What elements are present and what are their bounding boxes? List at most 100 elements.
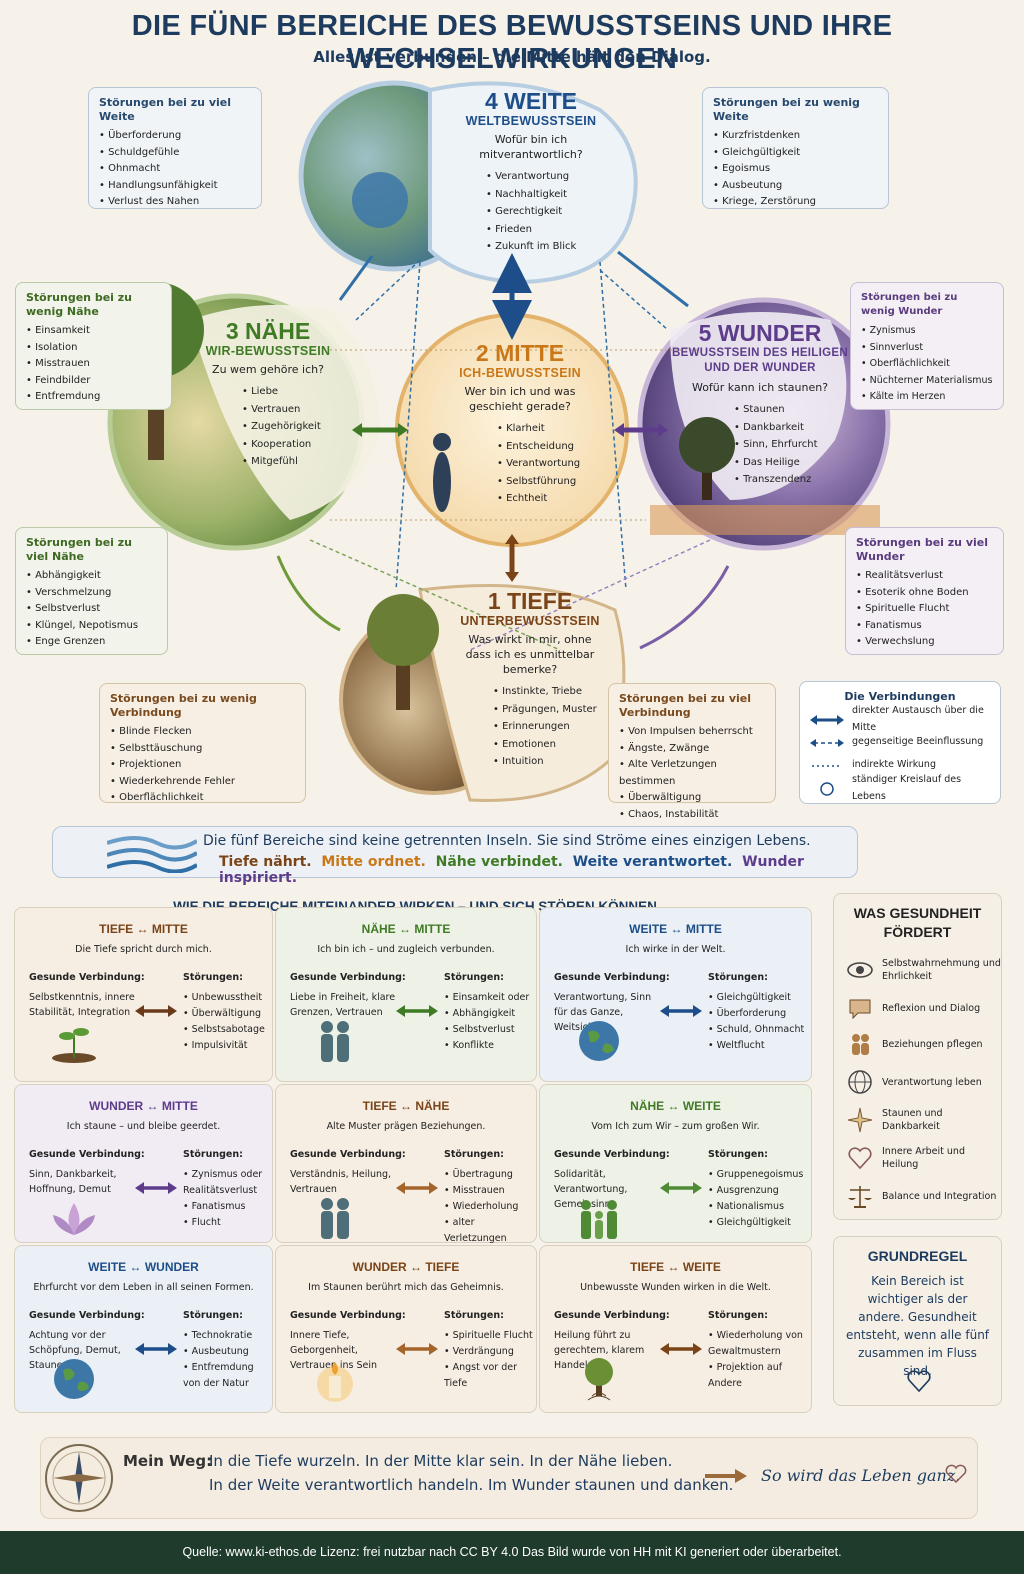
- disturb-viel-naehe: Störungen bei zu viel Nähe Abhängigkeit …: [15, 527, 168, 655]
- healthy-label: Gesunde Verbindung:: [554, 1310, 670, 1321]
- candle-icon: [317, 1362, 353, 1402]
- double-arrow-icon: [396, 1343, 438, 1355]
- legend: Die Verbindungen direkter Austausch über…: [799, 681, 1001, 804]
- heart-icon: [945, 1464, 967, 1484]
- globe-icon: [579, 1021, 619, 1061]
- area-naehe-title: 3 NÄHE: [225, 318, 311, 344]
- health-item: Selbstwahrnehmung und Ehrlichkeit: [846, 956, 1001, 984]
- arrow-right-icon: [705, 1469, 747, 1483]
- double-arrow-icon: [660, 1005, 702, 1017]
- disturb-wenig-wunder: Störungen bei zu wenig Wunder Zynismus S…: [850, 282, 1004, 410]
- card-title: WUNDER ↔ TIEFE: [352, 1260, 460, 1274]
- area-mitte-list: Klarheit Entscheidung Verantwortung Selb…: [497, 420, 595, 508]
- interaction-card: WUNDER ↔ MITTE Ich staune – und bleibe ge…: [14, 1084, 273, 1243]
- card-subtitle: Im Staunen berührt mich das Geheimnis.: [308, 1282, 504, 1293]
- health-item: Staunen und Dankbarkeit: [846, 1106, 1001, 1134]
- disturb-label: Störungen:: [183, 1310, 243, 1321]
- healthy-text: Verantwortung, Sinn für das Ganze, Weits…: [554, 992, 652, 1033]
- grundregel-text: Kein Bereich ist wichtiger als der ander…: [845, 1274, 990, 1378]
- double-arrow-icon: [660, 1343, 702, 1355]
- banner-line1: Die fünf Bereiche sind keine getrennten …: [203, 833, 811, 849]
- health-item: Balance und Integration: [846, 1182, 996, 1210]
- footer-credit: Quelle: www.ki-ethos.de Lizenz: frei nut…: [0, 1531, 1024, 1574]
- healthy-label: Gesunde Verbindung:: [29, 1149, 145, 1160]
- disturb-viel-wunder: Störungen bei zu viel Wunder Realitätsve…: [845, 527, 1004, 655]
- eye-icon: [847, 962, 873, 978]
- double-arrow-icon: [135, 1182, 177, 1194]
- area-mitte-sub: ICH-BEWUSSTSEIN: [459, 366, 581, 380]
- speech-bubble-icon: [849, 999, 871, 1020]
- card-subtitle: Ich wirke in der Welt.: [625, 944, 726, 955]
- health-item: Reflexion und Dialog: [846, 994, 980, 1022]
- double-arrow-icon: [660, 1182, 702, 1194]
- disturb-list: GleichgültigkeitÜberforderungSchuld, Ohn…: [708, 990, 805, 1054]
- area-tiefe: 1 TIEFE UNTERBEWUSSTSEIN Was wirkt in mi…: [455, 588, 605, 771]
- area-weite-sub: WELTBEWUSSTSEIN: [465, 114, 597, 128]
- interaction-card: WEITE ↔ WUNDER Ehrfurcht vor dem Leben in…: [14, 1245, 273, 1413]
- disturb-wenig-verbindung: Störungen bei zu wenig Verbindung Blinde…: [99, 683, 306, 803]
- interaction-card: WUNDER ↔ TIEFE Im Staunen berührt mich da…: [275, 1245, 537, 1413]
- connection-arrows: [276, 250, 730, 651]
- lotus-icon: [53, 1203, 95, 1235]
- healthy-text: Selbstkenntnis, innere Stabilität, Integ…: [29, 992, 135, 1018]
- card-subtitle: Ich staune – und bleibe geerdet.: [66, 1121, 221, 1132]
- area-naehe: 3 NÄHE WIR-BEWUSSTSEIN Zu wem gehöre ich…: [198, 318, 338, 471]
- sprout-icon: [52, 1028, 96, 1063]
- double-arrow-icon: [396, 1005, 438, 1017]
- area-mitte-title: 2 MITTE: [475, 340, 565, 366]
- card-title: NÄHE ↔ MITTE: [361, 922, 451, 936]
- disturb-label: Störungen:: [444, 1149, 504, 1160]
- healthy-label: Gesunde Verbindung:: [29, 972, 145, 983]
- river-icon: [107, 836, 197, 873]
- family-icon: [581, 1200, 617, 1239]
- healthy-label: Gesunde Verbindung:: [554, 972, 670, 983]
- card-title: TIEFE ↔ WEITE: [630, 1260, 721, 1274]
- balance-scale-icon: [848, 1186, 872, 1208]
- area-wunder-list: Staunen Dankbarkeit Sinn, Ehrfurcht Das …: [734, 401, 850, 489]
- card-title: NÄHE ↔ WEITE: [630, 1099, 721, 1113]
- heart-icon: [848, 1147, 872, 1170]
- couple-icon: [321, 1198, 349, 1239]
- couple-icon: [321, 1021, 349, 1062]
- heart-icon: [907, 1370, 931, 1393]
- health-item: Verantwortung leben: [846, 1068, 982, 1096]
- double-arrow-icon: [396, 1182, 438, 1194]
- area-mitte-question: Wer bin ich und was geschieht gerade?: [464, 385, 576, 413]
- healthy-text: Verständnis, Heilung, Vertrauen: [290, 1169, 392, 1195]
- area-wunder: 5 WUNDER BEWUSSTSEIN DES HEILIGEN UND DE…: [670, 320, 850, 489]
- card-subtitle: Unbewusste Wunden wirken in die Welt.: [580, 1282, 771, 1293]
- area-weite-list: Verantwortung Nachhaltigkeit Gerechtigke…: [486, 168, 606, 256]
- card-title: WEITE ↔ WUNDER: [88, 1260, 199, 1274]
- card-title: WUNDER ↔ MITTE: [89, 1099, 198, 1113]
- healthy-label: Gesunde Verbindung:: [290, 1310, 406, 1321]
- legend-mutual: gegenseitige Beeinflussung: [810, 731, 990, 754]
- double-arrow-icon: [810, 714, 844, 725]
- disturb-wenig-naehe: Störungen bei zu wenig Nähe Einsamkeit I…: [15, 282, 172, 410]
- mein-weg-box: Mein Weg: In die Tiefe wurzeln. In der M…: [40, 1437, 978, 1519]
- card-title: TIEFE ↔ NÄHE: [362, 1099, 450, 1113]
- card-subtitle: Ehrfurcht vor dem Leben in all seinen Fo…: [33, 1282, 254, 1293]
- card-subtitle: Vom Ich zum Wir – zum großen Wir.: [591, 1121, 760, 1132]
- card-subtitle: Die Tiefe spricht durch mich.: [75, 944, 212, 955]
- globe-icon: [848, 1070, 872, 1094]
- disturb-label: Störungen:: [444, 1310, 504, 1321]
- disturb-label: Störungen:: [444, 972, 504, 983]
- disturb-list: GruppenegoismusAusgrenzungNationalismusG…: [708, 1167, 804, 1231]
- disturb-list: TechnokratieAusbeutungEntfremdung von de…: [183, 1328, 272, 1392]
- healthy-text: Heilung führt zu gerechtem, klarem Hande…: [554, 1330, 645, 1371]
- disturb-list: UnbewusstheitÜberwältigungSelbstsabotage…: [183, 990, 265, 1054]
- disturb-label: Störungen:: [708, 1149, 768, 1160]
- area-wunder-question: Wofür kann ich staunen?: [691, 381, 829, 394]
- area-naehe-sub: WIR-BEWUSSTSEIN: [205, 344, 331, 358]
- area-weite: 4 WEITE WELTBEWUSSTSEIN Wofür bin ich mi…: [456, 88, 606, 256]
- dotted-line-icon: [812, 764, 842, 767]
- page-title: DIE FÜNF BEREICHE DES BEWUSSTSEINS UND I…: [131, 10, 893, 75]
- area-weite-title: 4 WEITE: [484, 88, 577, 114]
- healthy-label: Gesunde Verbindung:: [554, 1149, 670, 1160]
- disturb-label: Störungen:: [183, 1149, 243, 1160]
- disturb-list: Zynismus oder RealitätsverlustFanatismus…: [183, 1167, 272, 1231]
- healthy-label: Gesunde Verbindung:: [290, 1149, 406, 1160]
